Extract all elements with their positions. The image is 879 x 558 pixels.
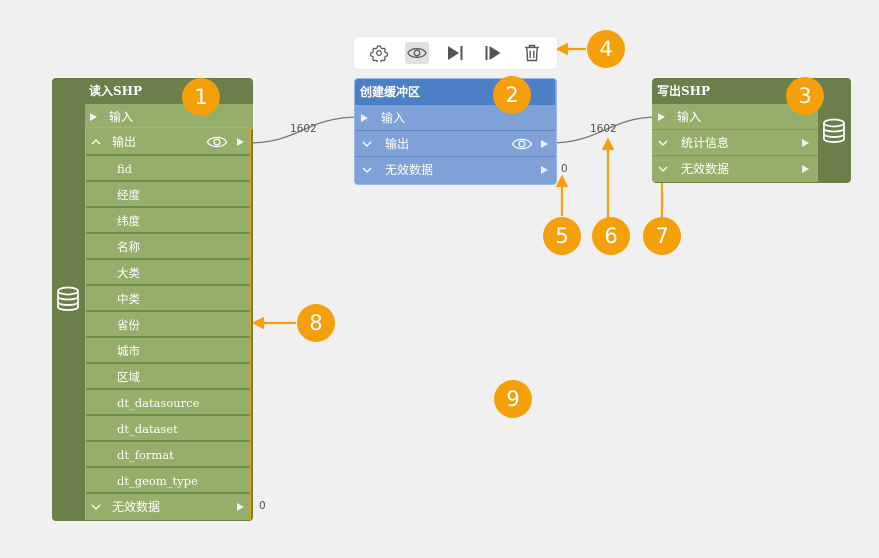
port-triangle-icon[interactable] xyxy=(361,113,368,122)
node-toolbar xyxy=(354,37,557,69)
chevron-up-icon xyxy=(91,139,101,145)
writer-input-label: 输入 xyxy=(677,110,702,124)
attribute-item: fid xyxy=(86,156,250,182)
reader-output-label: 输出 xyxy=(112,135,137,149)
chevron-down-icon xyxy=(362,167,372,173)
gear-icon xyxy=(370,45,388,62)
attribute-item: dt_dataset xyxy=(86,416,250,442)
trash-icon xyxy=(525,44,539,62)
eye-icon[interactable] xyxy=(511,137,533,151)
attribute-item: 经度 xyxy=(86,182,250,208)
run-from-here-button[interactable] xyxy=(481,42,505,64)
step-forward-icon xyxy=(448,46,463,60)
reader-node[interactable]: 读入SHP 输入 输出 fid 经度 纬度 名称 大类 中类 省份 城市 区域 … xyxy=(52,78,253,521)
attribute-item: 城市 xyxy=(86,338,250,364)
attribute-item: 大类 xyxy=(86,260,250,286)
reader-side-panel xyxy=(52,78,85,521)
reader-output-group: 输出 fid 经度 纬度 名称 大类 中类 省份 城市 区域 dt_dataso… xyxy=(85,127,251,520)
port-triangle-icon[interactable] xyxy=(541,139,548,148)
buffer-input-label: 输入 xyxy=(381,111,406,125)
buffer-title: 创建缓冲区 xyxy=(360,85,421,99)
annotation-badge-6: 6 xyxy=(592,217,630,255)
annotation-badge-8: 8 xyxy=(297,304,335,342)
chevron-down-icon xyxy=(658,140,668,146)
buffer-input-port[interactable]: 输入 xyxy=(355,105,555,131)
port-triangle-icon[interactable] xyxy=(541,165,548,174)
run-from-icon xyxy=(485,46,501,60)
buffer-output-port[interactable]: 输出 xyxy=(355,131,555,157)
buffer-invalid-label: 无效数据 xyxy=(385,163,434,177)
port-triangle-icon[interactable] xyxy=(802,164,809,173)
port-triangle-icon[interactable] xyxy=(658,112,665,121)
port-triangle-icon[interactable] xyxy=(802,138,809,147)
delete-button[interactable] xyxy=(520,42,544,64)
writer-stats-port[interactable]: 统计信息 xyxy=(652,130,818,156)
annotation-badge-1: 1 xyxy=(182,78,220,116)
annotation-badge-9: 9 xyxy=(494,380,532,418)
connection-count-2: 1602 xyxy=(590,123,617,135)
attribute-list: fid 经度 纬度 名称 大类 中类 省份 城市 区域 dt_datasourc… xyxy=(86,156,250,494)
attribute-item: dt_format xyxy=(86,442,250,468)
eye-icon[interactable] xyxy=(206,135,228,149)
connection-buffer-writer xyxy=(549,116,659,144)
port-triangle-icon xyxy=(90,112,97,121)
reader-invalid-port[interactable]: 无效数据 xyxy=(86,494,250,520)
annotation-badge-4: 4 xyxy=(587,30,625,68)
annotation-badge-7: 7 xyxy=(643,217,681,255)
attribute-item: 省份 xyxy=(86,312,250,338)
annotation-badge-3: 3 xyxy=(786,77,824,115)
run-to-here-button[interactable] xyxy=(443,42,467,64)
chevron-down-icon xyxy=(658,166,668,172)
attribute-item: 名称 xyxy=(86,234,250,260)
reader-input-label: 输入 xyxy=(109,110,134,124)
connection-reader-buffer xyxy=(247,116,361,144)
database-icon xyxy=(57,286,79,311)
port-triangle-icon[interactable] xyxy=(237,502,244,511)
attribute-item: 区域 xyxy=(86,364,250,390)
reader-output-port[interactable]: 输出 xyxy=(86,128,250,156)
reader-title: 读入SHP xyxy=(89,84,143,98)
connection-count-1: 1602 xyxy=(290,123,317,135)
preview-button[interactable] xyxy=(405,42,429,64)
buffer-invalid-count: 0 xyxy=(561,163,568,175)
port-triangle-icon[interactable] xyxy=(237,137,244,146)
settings-button[interactable] xyxy=(367,42,391,64)
attribute-item: 纬度 xyxy=(86,208,250,234)
attribute-item: dt_datasource xyxy=(86,390,250,416)
writer-invalid-label: 无效数据 xyxy=(681,162,730,176)
eye-icon xyxy=(407,48,427,58)
buffer-invalid-port[interactable]: 无效数据 xyxy=(355,157,555,183)
reader-invalid-label: 无效数据 xyxy=(112,500,161,514)
reader-invalid-count: 0 xyxy=(259,500,266,512)
annotation-badge-5: 5 xyxy=(543,217,581,255)
buffer-output-label: 输出 xyxy=(385,137,410,151)
writer-stats-label: 统计信息 xyxy=(681,136,730,150)
annotation-badge-2: 2 xyxy=(493,76,531,114)
attribute-item: dt_geom_type xyxy=(86,468,250,494)
attribute-item: 中类 xyxy=(86,286,250,312)
database-icon xyxy=(823,118,845,143)
buffer-node[interactable]: 创建缓冲区 输入 输出 无效数据 xyxy=(354,78,557,185)
chevron-down-icon xyxy=(362,141,372,147)
chevron-down-icon xyxy=(91,504,101,510)
writer-title: 写出SHP xyxy=(657,84,711,98)
writer-invalid-port[interactable]: 无效数据 xyxy=(652,156,818,182)
